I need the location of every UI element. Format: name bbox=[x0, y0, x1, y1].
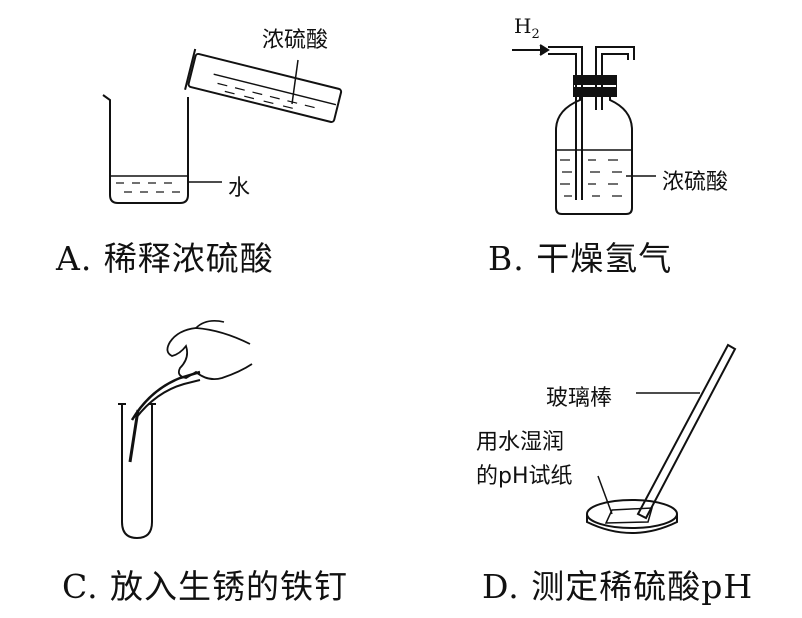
label-ph-paper-line1: 用水湿润 bbox=[476, 430, 565, 455]
wash-bottle bbox=[555, 96, 633, 215]
caption-b: B. 干燥氢气 bbox=[488, 239, 673, 278]
label-water: 水 bbox=[228, 176, 251, 201]
caption-a: A. 稀释浓硫酸 bbox=[56, 239, 274, 278]
pouring-cylinder bbox=[184, 48, 343, 123]
label-ph-paper-line2: 的pH试纸 bbox=[476, 464, 573, 489]
label-glass-rod: 玻璃棒 bbox=[546, 386, 613, 411]
acid-dashes bbox=[560, 159, 622, 197]
tongs bbox=[130, 370, 201, 421]
rusty-nail bbox=[128, 409, 140, 463]
watch-glass bbox=[586, 499, 678, 529]
label-concentrated-acid-b: 浓硫酸 bbox=[662, 170, 729, 195]
caption-c: C. 放入生锈的铁钉 bbox=[62, 567, 349, 606]
glass-rod bbox=[636, 343, 737, 520]
label-hydrogen: H2 bbox=[514, 14, 540, 42]
water-dashes bbox=[116, 182, 180, 193]
panel-c-illustration bbox=[118, 320, 253, 540]
gas-arrow-head bbox=[539, 44, 550, 56]
inlet-tube bbox=[548, 46, 583, 200]
hand bbox=[166, 327, 253, 381]
caption-d: D. 测定稀硫酸pH bbox=[482, 567, 754, 606]
panel-b-illustration bbox=[512, 44, 656, 215]
test-tube bbox=[121, 404, 153, 540]
ph-paper bbox=[604, 507, 654, 524]
panel-a-illustration bbox=[102, 48, 343, 204]
label-concentrated-acid-a: 浓硫酸 bbox=[262, 28, 329, 53]
panel-d-illustration bbox=[586, 343, 737, 534]
acid-pointer-line bbox=[291, 59, 299, 105]
beaker bbox=[102, 94, 189, 204]
paper-pointer-line bbox=[597, 475, 613, 515]
outlet-tube bbox=[595, 46, 635, 110]
